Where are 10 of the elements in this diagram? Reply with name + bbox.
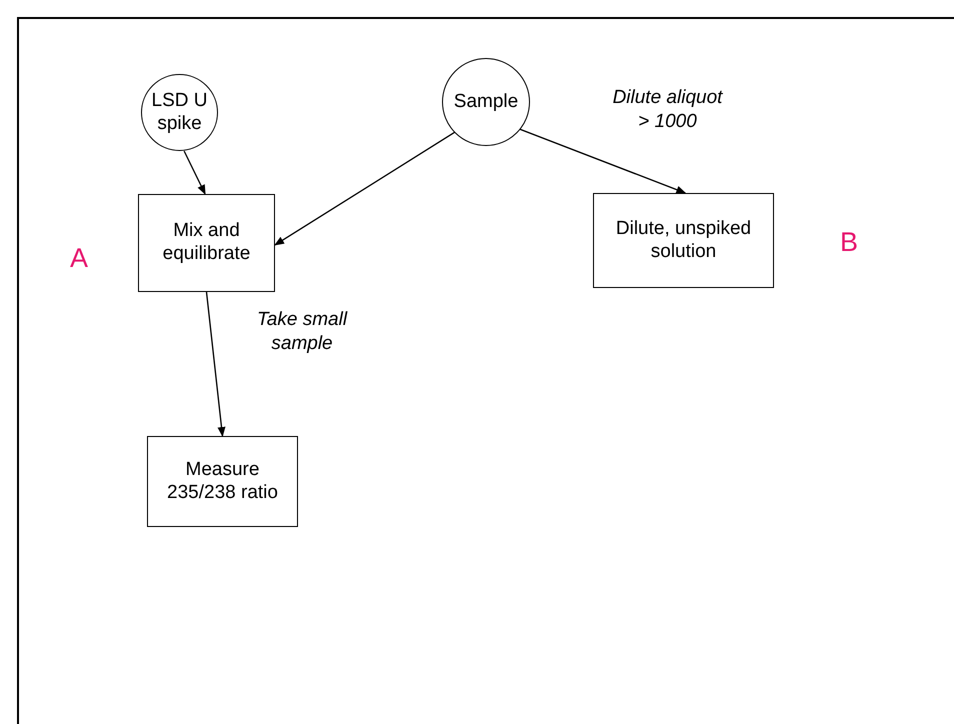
circle-node: Sample (442, 58, 530, 146)
process-box: Measure 235/238 ratio (147, 436, 298, 527)
arrow (274, 131, 456, 246)
section-letter: B (840, 227, 858, 258)
section-letter: A (70, 243, 88, 274)
arrow (184, 150, 206, 195)
circle-node: LSD U spike (141, 74, 218, 151)
process-box: Dilute, unspiked solution (593, 193, 774, 288)
arrow (206, 292, 226, 437)
process-box: Mix and equilibrate (138, 194, 275, 292)
